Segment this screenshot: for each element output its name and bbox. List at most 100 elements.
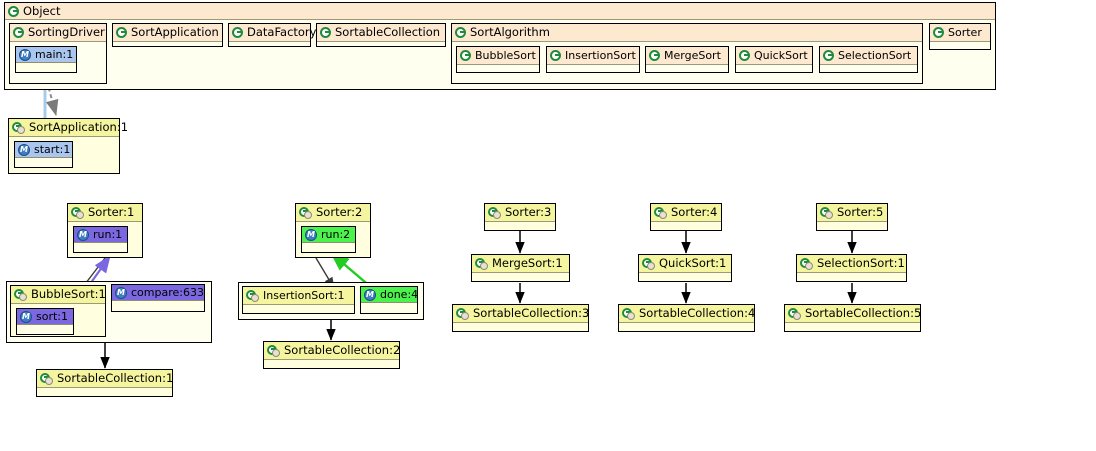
class-mergesort[interactable]: MergeSort — [645, 46, 729, 73]
class-insertionsort-label: InsertionSort — [565, 49, 636, 62]
method-sort-1-body — [17, 325, 73, 334]
class-sortingdriver-label: SortingDriver — [28, 25, 105, 39]
instance-icon — [14, 288, 27, 301]
instance-sortablecollection-4-label: SortableCollection:4 — [639, 306, 756, 320]
instance-sorter-5-label: Sorter:5 — [837, 205, 884, 219]
instance-sortablecollection-1-label: SortableCollection:1 — [57, 371, 174, 385]
instance-mergesort-1-header: MergeSort:1 — [472, 255, 569, 273]
class-icon — [232, 27, 243, 38]
method-icon: M — [20, 310, 32, 323]
method-start-1-header: M start:1 — [15, 142, 72, 158]
class-bubblesort-label: BubbleSort — [475, 49, 536, 62]
instance-sortablecollection-3-label: SortableCollection:3 — [473, 306, 590, 320]
class-icon — [739, 50, 750, 61]
method-done-4-header: M done:4 — [361, 287, 418, 303]
method-compare-633-body — [112, 301, 204, 310]
class-quicksort[interactable]: QuickSort — [735, 46, 813, 73]
instance-sorter-1-header: Sorter:1 — [68, 204, 142, 222]
class-insertionsort[interactable]: InsertionSort — [546, 46, 640, 73]
instance-sorter-4-header: Sorter:4 — [651, 204, 721, 222]
class-icon — [320, 27, 331, 38]
instance-sorter-3-header: Sorter:3 — [485, 204, 555, 222]
instance-sorter-4[interactable]: Sorter:4 — [650, 203, 722, 231]
class-sortingdriver-header: SortingDriver — [10, 24, 106, 42]
instance-icon — [642, 257, 655, 270]
method-main-1-label: main:1 — [35, 48, 74, 61]
instance-sortablecollection-3[interactable]: SortableCollection:3 — [452, 304, 589, 332]
class-icon — [933, 27, 944, 38]
method-run-1[interactable]: M run:1 — [73, 226, 128, 253]
class-sortablecollection-header: SortableCollection — [317, 24, 445, 42]
instance-sorter-5-header: Sorter:5 — [817, 204, 887, 222]
class-sortapplication[interactable]: SortApplication — [112, 23, 223, 47]
method-done-4-body — [361, 303, 417, 312]
instance-sortapplication-1[interactable]: SortApplication:1 M start:1 — [8, 118, 128, 174]
class-icon — [116, 27, 127, 38]
class-sorter[interactable]: Sorter — [929, 23, 991, 50]
instance-sortablecollection-1[interactable]: SortableCollection:1 — [36, 369, 173, 397]
method-run-1-header: M run:1 — [74, 227, 127, 243]
instance-sortapplication-1-header: SortApplication:1 — [9, 119, 128, 137]
instance-icon — [475, 257, 488, 270]
method-main-1[interactable]: M main:1 — [15, 46, 77, 73]
instance-sorter-1[interactable]: Sorter:1 M run:1 — [67, 203, 143, 258]
class-sorter-header: Sorter — [930, 24, 990, 42]
instance-sortablecollection-5[interactable]: SortableCollection:5 — [784, 304, 921, 332]
class-icon — [550, 50, 561, 61]
method-main-1-body — [16, 63, 76, 72]
instance-sorter-5[interactable]: Sorter:5 — [816, 203, 888, 231]
class-quicksort-header: QuickSort — [736, 47, 812, 65]
instance-sortablecollection-5-header: SortableCollection:5 — [785, 305, 921, 323]
method-run-2-header: M run:2 — [302, 227, 355, 243]
method-sort-1[interactable]: M sort:1 — [16, 308, 74, 335]
instance-mergesort-1-label: MergeSort:1 — [492, 256, 563, 270]
instance-bubblesort-1[interactable]: BubbleSort:1 M sort:1 — [10, 285, 106, 337]
class-selectionsort[interactable]: SelectionSort — [819, 46, 918, 73]
instance-icon — [622, 307, 635, 320]
instance-sorter-2[interactable]: Sorter:2 M run:2 — [295, 203, 371, 258]
instance-sortablecollection-4-header: SortableCollection:4 — [619, 305, 756, 323]
instance-icon — [488, 206, 501, 219]
class-sortingdriver[interactable]: SortingDriver M main:1 — [9, 23, 107, 84]
method-run-1-body — [74, 243, 127, 252]
class-icon — [649, 50, 660, 61]
instance-selectionsort-1-header: SelectionSort:1 — [797, 255, 906, 273]
class-mergesort-header: MergeSort — [646, 47, 728, 65]
class-sortablecollection-label: SortableCollection — [335, 25, 441, 39]
instance-sortablecollection-2[interactable]: SortableCollection:2 — [263, 341, 400, 369]
method-start-1[interactable]: M start:1 — [14, 141, 73, 168]
instance-mergesort-1[interactable]: MergeSort:1 — [471, 254, 570, 282]
method-run-2[interactable]: M run:2 — [301, 226, 356, 253]
class-sortalgorithm-label: SortAlgorithm — [470, 25, 550, 39]
instance-icon — [654, 206, 667, 219]
method-compare-633[interactable]: M compare:633 — [111, 284, 205, 312]
class-sortablecollection[interactable]: SortableCollection — [316, 23, 446, 47]
instance-quicksort-1[interactable]: QuickSort:1 — [638, 254, 732, 282]
class-datafactory-header: DataFactory — [229, 24, 316, 42]
instance-sorter-1-label: Sorter:1 — [88, 205, 135, 219]
class-selectionsort-label: SelectionSort — [838, 49, 912, 62]
class-mergesort-label: MergeSort — [664, 49, 721, 62]
method-done-4[interactable]: M done:4 — [360, 286, 418, 314]
instance-sortapplication-1-label: SortApplication:1 — [29, 120, 129, 134]
method-run-2-body — [302, 243, 355, 252]
method-start-1-label: start:1 — [34, 143, 71, 156]
method-run-2-label: run:2 — [321, 228, 351, 241]
method-sort-1-header: M sort:1 — [17, 309, 73, 325]
instance-insertionsort-1-label: InsertionSort:1 — [263, 289, 345, 302]
instance-selectionsort-1-label: SelectionSort:1 — [817, 256, 905, 270]
instance-sortablecollection-4[interactable]: SortableCollection:4 — [618, 304, 755, 332]
class-insertionsort-header: InsertionSort — [547, 47, 639, 65]
instance-insertionsort-1[interactable]: InsertionSort:1 — [242, 286, 355, 314]
class-datafactory[interactable]: DataFactory — [228, 23, 316, 47]
instance-selectionsort-1[interactable]: SelectionSort:1 — [796, 254, 907, 282]
instance-sorter-3[interactable]: Sorter:3 — [484, 203, 556, 231]
instance-icon — [71, 206, 84, 219]
instance-sortablecollection-2-label: SortableCollection:2 — [284, 343, 401, 357]
method-compare-633-label: compare:633 — [131, 286, 204, 299]
method-main-1-header: M main:1 — [16, 47, 76, 63]
class-bubblesort[interactable]: BubbleSort — [456, 46, 540, 73]
class-quicksort-label: QuickSort — [754, 49, 808, 62]
instance-bubblesort-1-label: BubbleSort:1 — [31, 287, 106, 301]
